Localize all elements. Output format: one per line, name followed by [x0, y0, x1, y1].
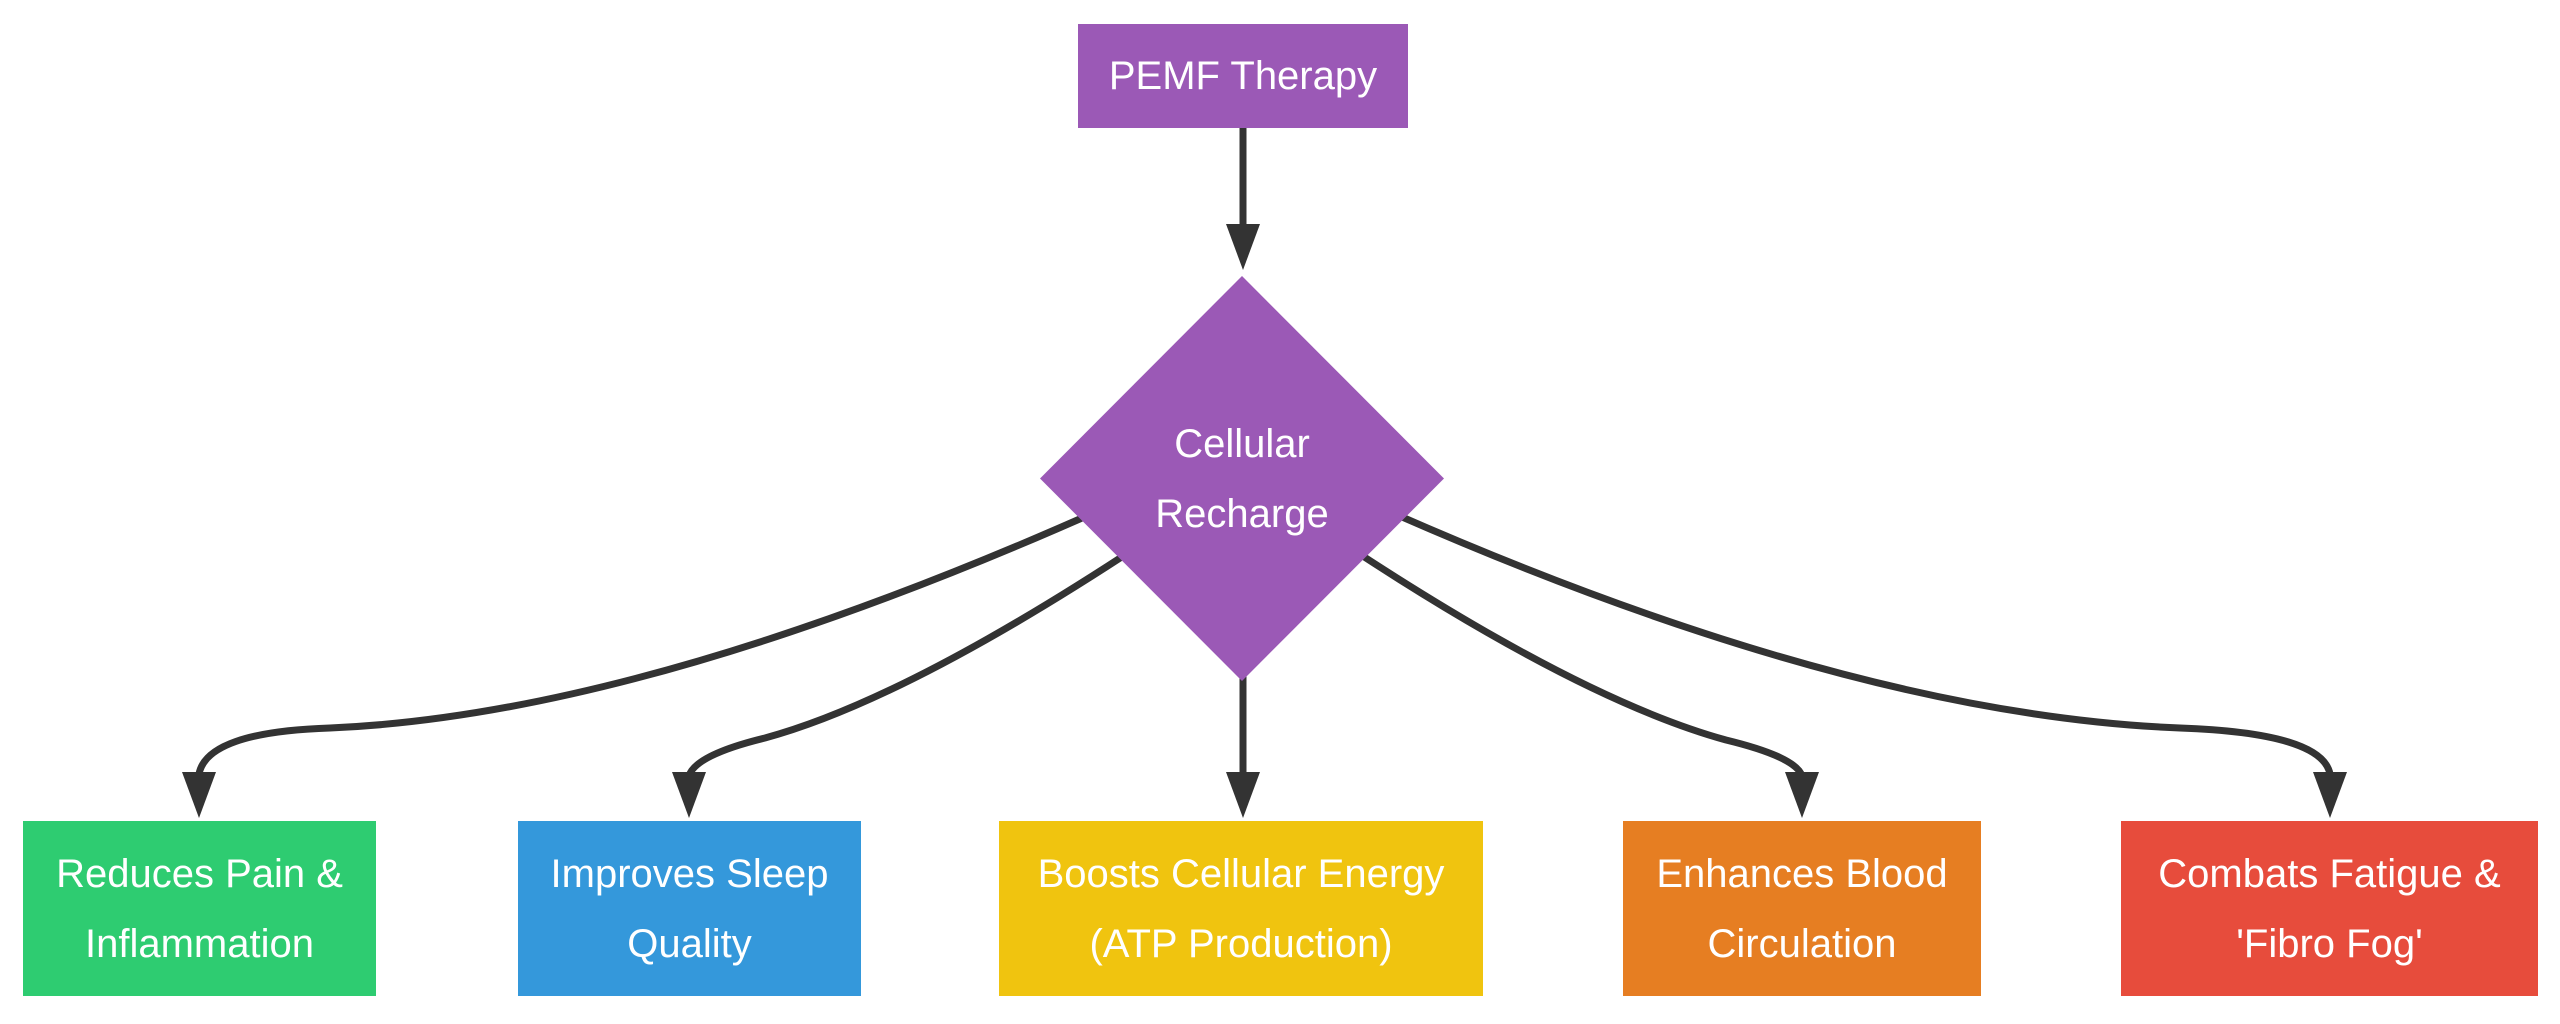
node-boosts-energy-label: Boosts Cellular Energy (ATP Production) — [1037, 851, 1445, 966]
arrowhead-benefit4-icon — [1785, 772, 1819, 818]
node-cellular-recharge-label: Cellular Recharge — [1155, 421, 1329, 536]
edge-decision-benefit2 — [685, 541, 1144, 780]
arrowhead-benefit1-icon — [182, 772, 216, 818]
node-enhances-circulation: Enhances Blood Circulation — [1623, 821, 1981, 996]
node-improves-sleep-label: Improves Sleep Quality — [550, 851, 829, 966]
arrowhead-benefit3-icon — [1226, 772, 1260, 818]
edge-decision-benefit4 — [1342, 541, 1806, 780]
edge-decision-benefit5 — [1382, 506, 2334, 778]
node-pemf-therapy: PEMF Therapy — [1078, 24, 1408, 128]
node-enhances-circulation-label: Enhances Blood Circulation — [1656, 851, 1948, 966]
node-reduces-pain-label: Reduces Pain & Inflammation — [56, 851, 343, 966]
node-reduces-pain: Reduces Pain & Inflammation — [23, 821, 376, 996]
arrowhead-benefit2-icon — [672, 772, 706, 818]
node-boosts-energy: Boosts Cellular Energy (ATP Production) — [999, 821, 1483, 996]
edge-decision-benefit1 — [195, 506, 1104, 778]
arrowhead-benefit5-icon — [2313, 772, 2347, 818]
node-improves-sleep: Improves Sleep Quality — [518, 821, 861, 996]
node-combats-fatigue-label: Combats Fatigue & 'Fibro Fog' — [2158, 851, 2501, 966]
node-combats-fatigue: Combats Fatigue & 'Fibro Fog' — [2121, 821, 2538, 996]
arrowhead-decision-icon — [1226, 224, 1260, 270]
node-pemf-therapy-label: PEMF Therapy — [1108, 54, 1378, 98]
